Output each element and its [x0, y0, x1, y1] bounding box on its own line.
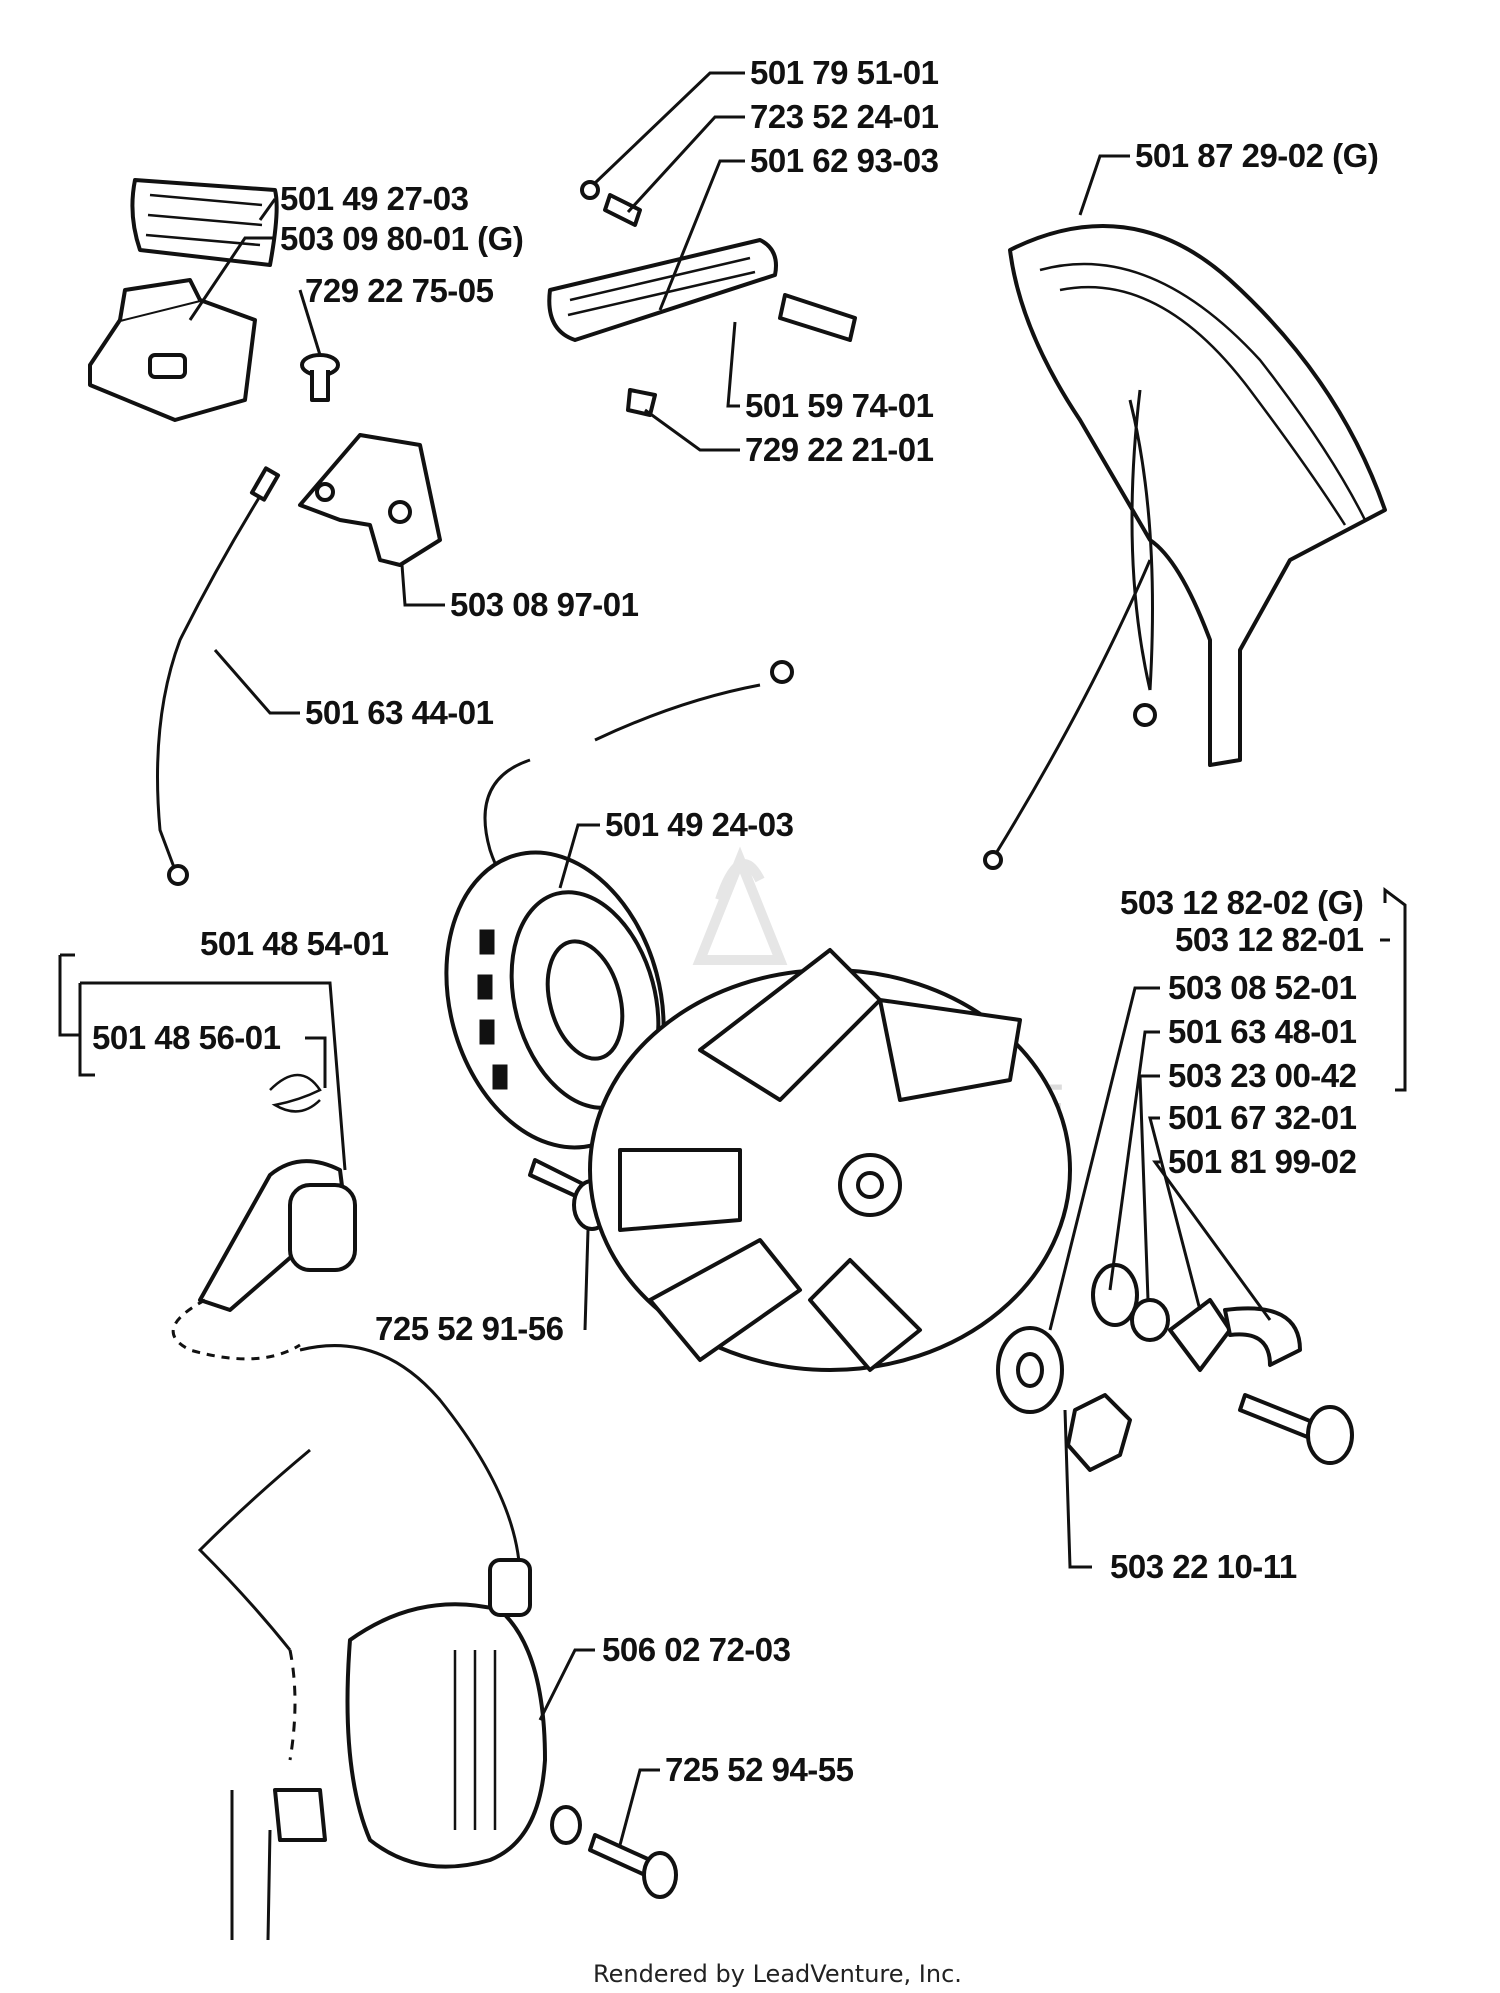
footer-credit: Rendered by LeadVenture, Inc.	[593, 1960, 962, 1988]
label-501-49-27-03: 501 49 27-03	[280, 180, 469, 217]
flexible-cover-part	[983, 224, 1387, 870]
label-503-12-82-01: 503 12 82-01	[1175, 921, 1364, 958]
label-506-02-72-03: 506 02 72-03	[602, 1631, 791, 1668]
label-501-79-51-01: 501 79 51-01	[750, 54, 939, 91]
switch-housing-part	[88, 278, 257, 422]
part-labels: 501 79 51-01 723 52 24-01 501 62 93-03 5…	[92, 54, 1379, 1788]
flywheel-part	[588, 948, 1072, 1372]
label-503-22-10-11: 503 22 10-11	[1110, 1548, 1297, 1585]
cover-part	[547, 180, 857, 417]
label-725-52-91-56: 725 52 91-56	[375, 1310, 564, 1347]
label-725-52-94-55: 725 52 94-55	[665, 1751, 854, 1788]
label-501-48-54-01: 501 48 54-01	[200, 925, 389, 962]
label-501-59-74-01: 501 59 74-01	[745, 387, 934, 424]
label-723-52-24-01: 723 52 24-01	[750, 98, 939, 135]
screw-part-3	[550, 1805, 678, 1899]
filter-element-part	[130, 178, 279, 267]
label-729-22-21-01: 729 22 21-01	[745, 431, 934, 468]
label-501-81-99-02: 501 81 99-02	[1168, 1143, 1357, 1180]
label-503-23-00-42: 503 23 00-42	[1168, 1057, 1357, 1094]
spark-plug-cap-part	[171, 1073, 357, 1361]
label-501-49-24-03: 501 49 24-03	[605, 806, 794, 843]
clutch-parts-group	[996, 1263, 1354, 1472]
flywheel-magnet-ring-part	[444, 758, 666, 1150]
label-503-08-97-01: 503 08 97-01	[450, 586, 639, 623]
label-729-22-75-05: 729 22 75-05	[305, 272, 494, 309]
label-501-48-56-01: 501 48 56-01	[92, 1019, 281, 1056]
label-503-08-52-01: 503 08 52-01	[1168, 969, 1357, 1006]
wire-part	[156, 466, 281, 886]
short-lead-part	[594, 660, 794, 742]
label-503-12-82-02-g: 503 12 82-02 (G)	[1120, 884, 1363, 921]
label-503-09-80-01-g: 503 09 80-01 (G)	[280, 220, 523, 257]
label-501-63-48-01: 501 63 48-01	[1168, 1013, 1357, 1050]
leader-lines	[58, 71, 1407, 1846]
label-501-87-29-02-g: 501 87 29-02 (G)	[1135, 137, 1378, 174]
label-501-67-32-01: 501 67 32-01	[1168, 1099, 1357, 1136]
label-501-62-93-03: 501 62 93-03	[750, 142, 939, 179]
ignition-coil-part	[197, 1344, 547, 1941]
bracket-part	[298, 433, 442, 567]
label-501-63-44-01: 501 63 44-01	[305, 694, 494, 731]
screw-part-1	[300, 353, 340, 402]
